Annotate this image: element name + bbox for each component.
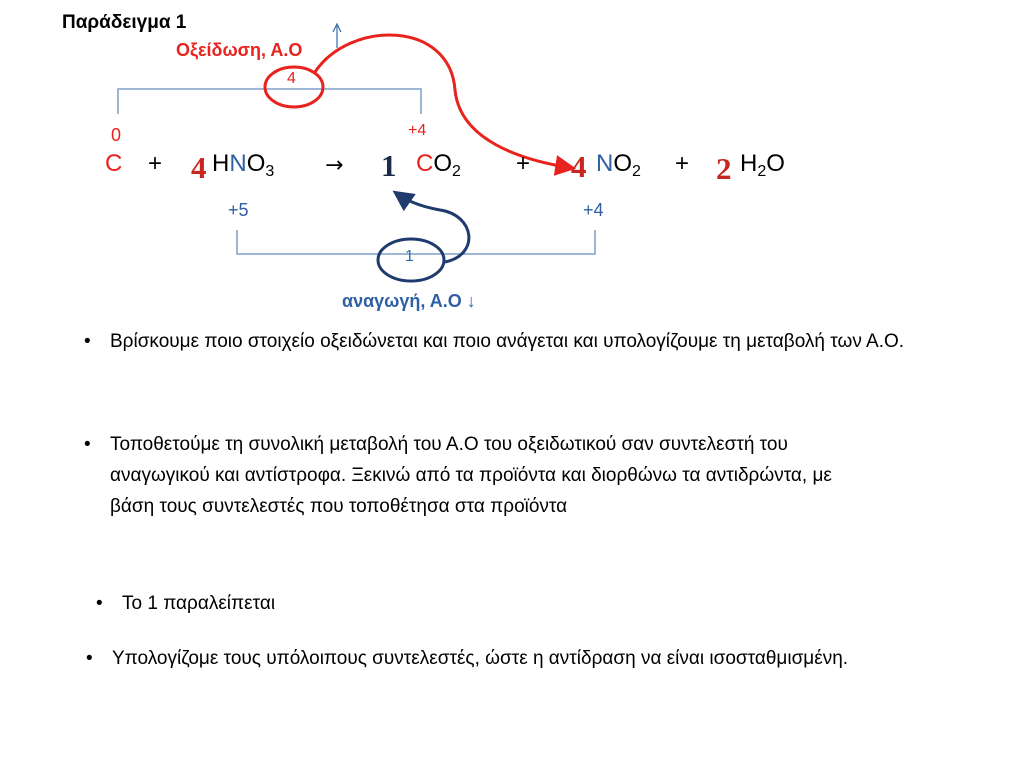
coef-co2: 1	[381, 148, 397, 183]
reduction-label: αναγωγή, Α.Ο ↓	[342, 291, 476, 312]
oxidation-state-n-product: +4	[583, 200, 604, 220]
co2-sub: 2	[452, 163, 461, 180]
bullet-dot: •	[84, 434, 91, 455]
reaction-arrow: →	[325, 153, 344, 178]
oxidation-arrow	[313, 33, 577, 176]
oxidation-state-c-reactant: 0	[111, 125, 122, 145]
oxidation-bracket	[117, 88, 422, 114]
bullet-item-2: • Τοποθετούμε τη συνολική μεταβολή του Α…	[84, 429, 874, 522]
oxidation-state-n-reactant: +5	[228, 200, 249, 220]
hno3-n: N	[229, 150, 247, 177]
hno3-h: H	[212, 150, 230, 177]
h2o-o: O	[766, 150, 785, 177]
reduction-circle	[376, 237, 446, 283]
oxidation-label: Οξείδωση, Α.Ο	[176, 40, 302, 61]
no2-n: N	[596, 150, 614, 177]
eq-plus-2: +	[516, 150, 531, 177]
eq-plus-1: +	[148, 150, 163, 177]
eq-plus-3: +	[675, 150, 690, 177]
coef-h2o: 2	[716, 151, 732, 186]
oxidation-state-c-product: +4	[408, 122, 427, 139]
bullet-item-4: • Υπολογίζομε τους υπόλοιπους συντελεστέ…	[86, 643, 916, 674]
down-arrow-icon: ↓	[466, 291, 476, 311]
bullet-item-3: • Το 1 παραλείπεται	[96, 588, 496, 619]
reduction-label-text: αναγωγή, Α.Ο	[342, 291, 462, 311]
page-title: Παράδειγμα 1	[62, 12, 187, 33]
h2o-h: H	[740, 150, 758, 177]
hno3-o: O	[246, 150, 266, 177]
h2o-sub: 2	[757, 163, 767, 180]
bullet-text-3: Το 1 παραλείπεται	[122, 593, 276, 614]
bullet-dot: •	[96, 593, 103, 614]
reduction-arrow	[392, 190, 471, 264]
co2-o: O	[433, 150, 453, 177]
oxidation-circle	[263, 65, 325, 109]
bullet-dot: •	[86, 648, 93, 669]
no2-sub: 2	[632, 163, 641, 180]
no2: NO2	[596, 150, 641, 181]
coef-hno3: 4	[191, 150, 207, 185]
hno3: HNO3	[212, 150, 274, 181]
bullet-dot: •	[84, 331, 91, 352]
oxidation-change: 4	[287, 70, 296, 87]
oxidation-label-text: Οξείδωση, Α.Ο	[176, 40, 303, 60]
co2-c: C	[416, 150, 434, 177]
bullet-text-2: Τοποθετούμε τη συνολική μεταβολή του Α.Ο…	[110, 434, 832, 517]
coef-no2: 4	[571, 149, 587, 184]
up-arrow-head	[332, 22, 342, 33]
reduction-change: 1	[405, 248, 414, 265]
h2o: H2O	[740, 150, 785, 181]
reduction-bracket	[236, 230, 596, 255]
hno3-sub: 3	[265, 163, 275, 180]
bullet-item-1: • Βρίσκουμε ποιο στοιχείο οξειδώνεται κα…	[84, 326, 914, 357]
bullet-text-4: Υπολογίζομε τους υπόλοιπους συντελεστές,…	[112, 648, 849, 669]
no2-o: O	[613, 150, 633, 177]
bullet-text-1: Βρίσκουμε ποιο στοιχείο οξειδώνεται και …	[110, 331, 905, 352]
co2: CO2	[416, 150, 461, 181]
eq-c: C	[105, 150, 123, 177]
